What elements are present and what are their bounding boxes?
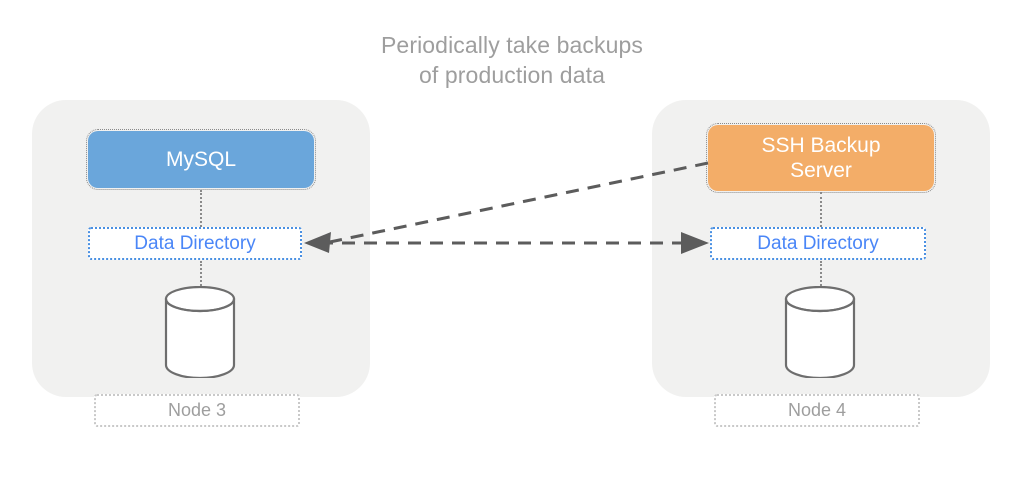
connector-data-directory-to-database-node-3 (200, 261, 202, 289)
data-directory-box-node-3[interactable]: Data Directory (88, 227, 302, 260)
service-box-ssh-backup-server[interactable]: SSH Backup Server (706, 123, 936, 193)
database-cylinder-icon-node-3 (163, 285, 237, 383)
node-label-node-4: Node 4 (714, 394, 920, 427)
database-cylinder-icon-node-4 (783, 285, 857, 383)
backup-transfer-arrow (320, 232, 709, 254)
node-label-node-3: Node 3 (94, 394, 300, 427)
data-directory-box-node-4[interactable]: Data Directory (710, 227, 926, 260)
connector-mysql-to-data-directory (200, 190, 202, 227)
service-box-mysql[interactable]: MySQL (86, 129, 316, 190)
diagram-title: Periodically take backups of production … (380, 32, 644, 88)
connector-ssh-server-to-data-directory (820, 192, 822, 227)
connector-data-directory-to-database-node-4 (820, 261, 822, 289)
